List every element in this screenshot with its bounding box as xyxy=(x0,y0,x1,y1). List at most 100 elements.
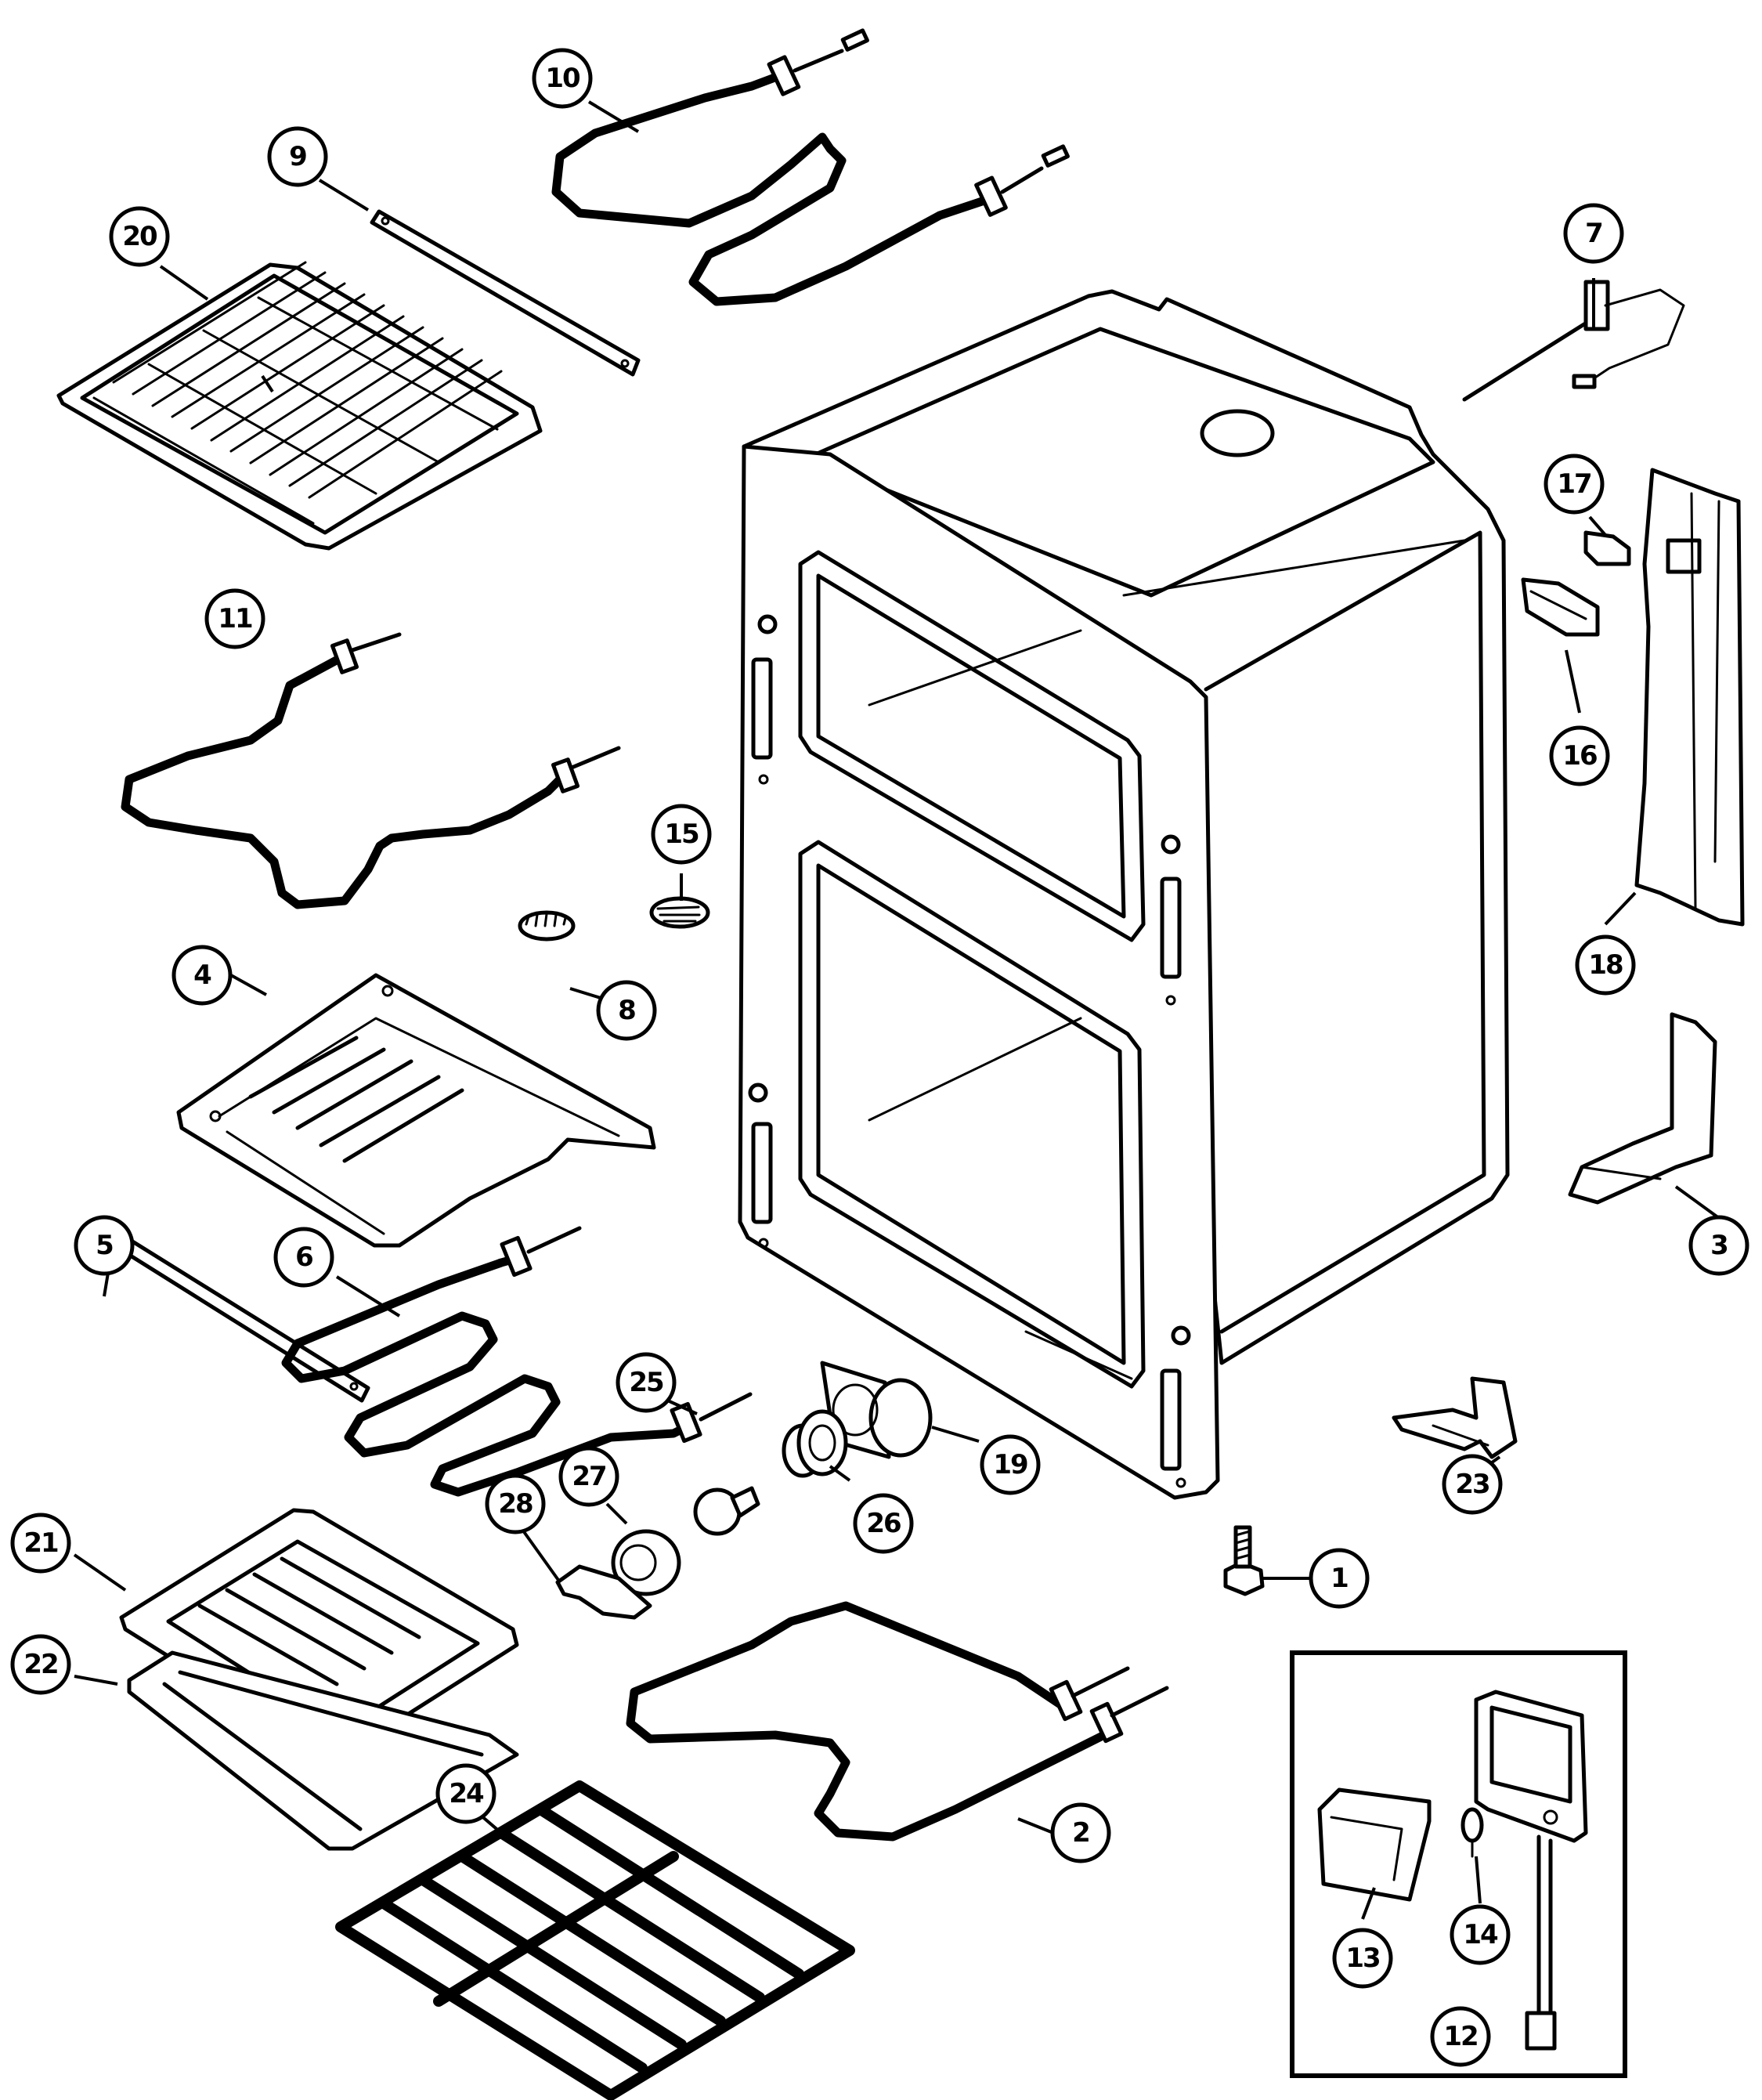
callout-label: 10 xyxy=(545,63,580,94)
callout-circle xyxy=(10,1513,71,1574)
callout-7: 7 xyxy=(1563,203,1624,264)
kit-bulb xyxy=(1461,1807,1484,1858)
callout-26: 26 xyxy=(853,1493,914,1554)
callout-circle xyxy=(204,588,265,649)
callout-circle xyxy=(1688,1215,1749,1276)
bake-element-lower xyxy=(626,1601,1169,1842)
callout-5: 5 xyxy=(74,1215,135,1276)
rear-side-panel xyxy=(1634,468,1745,927)
vent-grommet xyxy=(518,910,576,942)
callout-circle xyxy=(980,1434,1041,1495)
callout-circle xyxy=(1332,1928,1393,1989)
callout-label: 5 xyxy=(96,1230,113,1261)
lens-gasket xyxy=(555,1564,652,1620)
light-lens-cover xyxy=(611,1529,681,1596)
lower-rear-bracket xyxy=(1568,1012,1717,1205)
callout-15: 15 xyxy=(651,804,712,865)
callout-25: 25 xyxy=(616,1352,677,1413)
oven-rack-lower xyxy=(335,1780,855,2100)
callout-circle xyxy=(1050,1802,1111,1863)
callout-4: 4 xyxy=(172,945,233,1006)
callout-label: 7 xyxy=(1585,218,1602,249)
vent-cover xyxy=(649,896,710,929)
callout-label: 28 xyxy=(498,1488,533,1520)
callout-label: 18 xyxy=(1588,949,1623,981)
oven-rack-upper xyxy=(56,261,543,551)
oven-bottom-panel xyxy=(176,973,656,1248)
callout-circle xyxy=(1544,454,1605,515)
kit-lens xyxy=(1317,1787,1432,1902)
callout-22: 22 xyxy=(10,1634,71,1695)
vent-gasket xyxy=(1583,530,1631,566)
callout-label: 26 xyxy=(866,1508,901,1539)
callout-27: 27 xyxy=(558,1446,619,1507)
lamp-socket xyxy=(782,1409,848,1478)
callout-17: 17 xyxy=(1544,454,1605,515)
callout-21: 21 xyxy=(10,1513,71,1574)
callout-label: 23 xyxy=(1455,1469,1489,1500)
callout-label: 21 xyxy=(23,1527,58,1559)
callout-label: 15 xyxy=(664,819,699,850)
callout-label: 16 xyxy=(1562,740,1597,772)
callout-circle xyxy=(1442,1454,1503,1515)
light-kit-box xyxy=(1290,1650,1627,2078)
callout-circle xyxy=(1575,934,1636,996)
callout-label: 6 xyxy=(295,1242,312,1273)
callout-2: 2 xyxy=(1050,1802,1111,1863)
callout-24: 24 xyxy=(435,1763,496,1824)
callout-circle xyxy=(616,1352,677,1413)
callout-circle xyxy=(1450,1904,1511,1965)
callout-label: 1 xyxy=(1331,1563,1348,1594)
callout-13: 13 xyxy=(1332,1928,1393,1989)
callout-label: 11 xyxy=(218,603,252,634)
kit-housing xyxy=(1474,1690,1588,2051)
callout-label: 4 xyxy=(193,960,211,991)
callout-14: 14 xyxy=(1450,1904,1511,1965)
callout-label: 22 xyxy=(23,1649,57,1680)
callout-18: 18 xyxy=(1575,934,1636,996)
callout-label: 2 xyxy=(1072,1817,1089,1849)
callout-label: 25 xyxy=(629,1367,663,1398)
callout-label: 3 xyxy=(1710,1230,1728,1261)
callout-circle xyxy=(596,980,657,1041)
callout-circle xyxy=(651,804,712,865)
callout-circle xyxy=(1563,203,1624,264)
callout-10: 10 xyxy=(532,48,593,109)
callout-8: 8 xyxy=(596,980,657,1041)
callout-28: 28 xyxy=(485,1473,546,1534)
vent-trim xyxy=(1521,577,1600,637)
callout-circle xyxy=(273,1227,334,1288)
callout-16: 16 xyxy=(1549,725,1610,786)
oven-cavity xyxy=(738,289,1510,1500)
callout-label: 14 xyxy=(1463,1919,1498,1950)
callout-label: 12 xyxy=(1443,2021,1477,2052)
callout-label: 17 xyxy=(1557,468,1590,500)
callout-6: 6 xyxy=(273,1227,334,1288)
callout-label: 20 xyxy=(122,221,157,252)
callout-circle xyxy=(172,945,233,1006)
callout-circle xyxy=(10,1634,71,1695)
callout-circle xyxy=(853,1493,914,1554)
callout-12: 12 xyxy=(1430,2006,1491,2067)
callout-20: 20 xyxy=(109,206,170,267)
callout-label: 13 xyxy=(1345,1943,1379,1974)
callout-circle xyxy=(267,126,328,187)
callout-circle xyxy=(485,1473,546,1534)
callout-circle xyxy=(74,1215,135,1276)
leveling-leg xyxy=(1223,1525,1265,1596)
callout-circle xyxy=(532,48,593,109)
broil-pan xyxy=(127,1650,519,1851)
mounting-bracket xyxy=(1392,1376,1518,1459)
callout-23: 23 xyxy=(1442,1454,1503,1515)
callout-19: 19 xyxy=(980,1434,1041,1495)
broil-element-lower xyxy=(281,1226,753,1497)
callout-circle xyxy=(109,206,170,267)
callout-label: 9 xyxy=(289,141,306,172)
bake-element xyxy=(121,632,621,909)
callout-11: 11 xyxy=(204,588,265,649)
callout-label: 27 xyxy=(572,1461,605,1492)
callout-label: 19 xyxy=(993,1449,1027,1480)
broil-element-upper xyxy=(551,28,1070,306)
